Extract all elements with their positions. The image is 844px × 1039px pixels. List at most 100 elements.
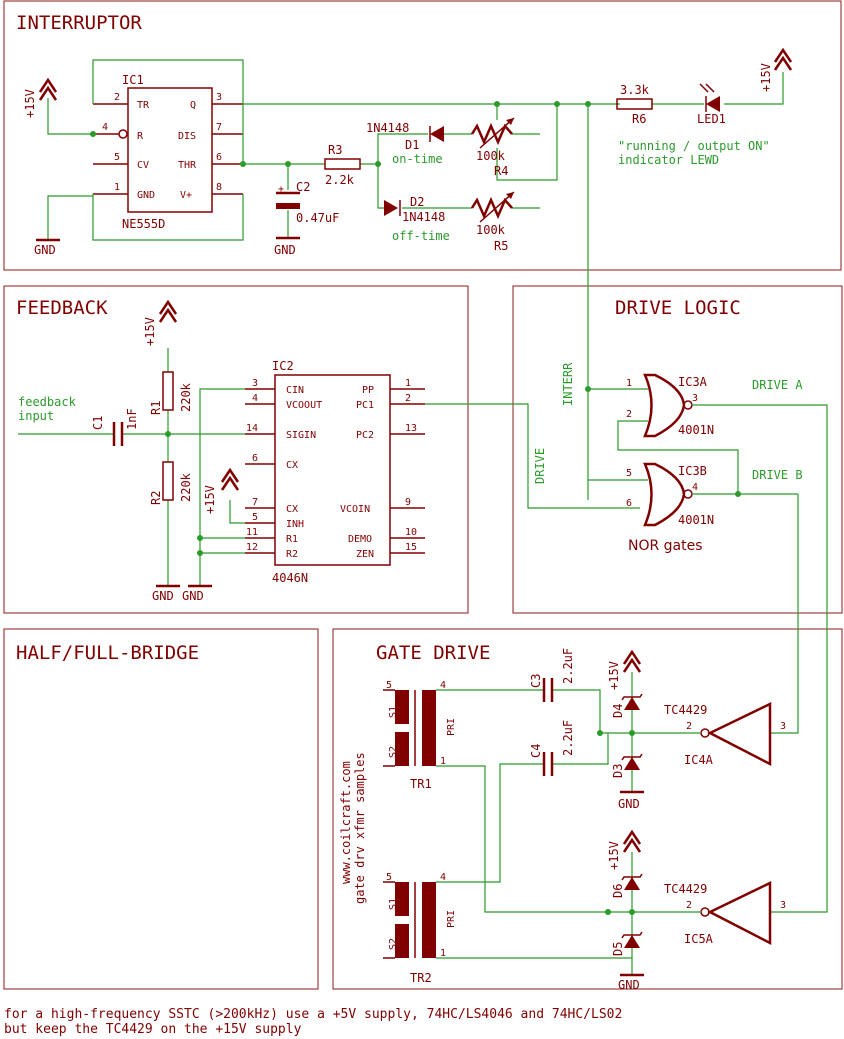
svg-text:14: 14 xyxy=(246,423,258,434)
diode-d2: D2 1N4148 off-time xyxy=(384,195,450,243)
svg-text:1: 1 xyxy=(626,378,632,389)
svg-text:D4: D4 xyxy=(611,704,625,718)
svg-text:CIN: CIN xyxy=(286,385,304,396)
svg-text:D1: D1 xyxy=(405,138,419,152)
svg-text:12: 12 xyxy=(246,542,258,553)
gate-driver-ic5a: TC4429 IC5A 2 3 xyxy=(664,881,786,946)
svg-text:PRI: PRI xyxy=(446,718,457,736)
svg-text:IC5A: IC5A xyxy=(684,932,714,946)
svg-text:IC3B: IC3B xyxy=(678,464,707,478)
gate-driver-ic4a: TC4429 IC4A 2 3 xyxy=(664,702,786,767)
svg-text:5: 5 xyxy=(252,512,258,523)
svg-text:+15V: +15V xyxy=(23,89,37,118)
cd4046-pll: IC2 4046N CIN VCOOUT SIGIN CX CX INH R1 … xyxy=(245,359,425,585)
svg-text:R6: R6 xyxy=(632,112,646,126)
transformer-tr2: S1 S2 PRI 5 4 1 TR2 xyxy=(383,872,457,985)
svg-text:R5: R5 xyxy=(494,239,508,253)
gate-drive-wires xyxy=(436,672,700,975)
svg-text:S2: S2 xyxy=(388,746,399,758)
vendor-note: gate drv xfmr samples xyxy=(353,752,367,904)
svg-text:+15V: +15V xyxy=(143,317,157,346)
svg-text:D6: D6 xyxy=(611,884,625,898)
feedback-input-label: feedback xyxy=(18,395,77,409)
svg-text:NE555D: NE555D xyxy=(122,217,165,231)
svg-text:TC4429: TC4429 xyxy=(664,882,707,896)
drive-logic-wires xyxy=(585,386,828,913)
svg-text:2: 2 xyxy=(686,900,692,911)
ground-symbol: GND xyxy=(618,973,644,992)
interruptor-supply-left: +15V xyxy=(23,77,58,118)
svg-text:INH: INH xyxy=(286,519,304,530)
interruptor-supply-right: +15V xyxy=(759,47,793,92)
svg-text:6: 6 xyxy=(216,152,222,163)
svg-text:TR: TR xyxy=(137,100,150,111)
gate-drive-title: GATE DRIVE xyxy=(376,642,490,664)
nor-gate-ic3b: IC3B 4001N 5 6 4 xyxy=(626,462,714,527)
diode-d1: 1N4148 D1 on-time xyxy=(366,121,444,166)
svg-text:IC4A: IC4A xyxy=(684,753,714,767)
footer-note-2: but keep the TC4429 on the +15V supply xyxy=(4,1022,302,1037)
svg-text:3.3k: 3.3k xyxy=(620,83,650,97)
gate-drive-supply-1: +15V xyxy=(607,649,642,690)
interruptor-wires xyxy=(47,59,784,500)
svg-text:IC3A: IC3A xyxy=(678,375,708,389)
svg-text:ZEN: ZEN xyxy=(356,549,374,560)
svg-text:C1: C1 xyxy=(91,416,105,430)
svg-text:R1: R1 xyxy=(286,534,298,545)
interr-net-label: INTERR xyxy=(561,362,575,406)
svg-text:4: 4 xyxy=(252,393,258,404)
svg-text:GND: GND xyxy=(274,243,296,257)
svg-text:3: 3 xyxy=(780,721,786,732)
ground-symbol: GND xyxy=(34,238,60,257)
svg-text:3: 3 xyxy=(692,393,698,404)
feedback-supply-top: +15V xyxy=(143,299,178,346)
svg-text:1: 1 xyxy=(440,756,446,767)
svg-text:TR2: TR2 xyxy=(410,971,432,985)
svg-text:4: 4 xyxy=(440,680,446,691)
svg-text:R4: R4 xyxy=(494,164,508,178)
svg-text:R: R xyxy=(137,131,144,142)
svg-text:Q: Q xyxy=(190,100,196,111)
feedback-input-label-2: input xyxy=(18,409,54,423)
svg-text:9: 9 xyxy=(405,497,411,508)
svg-text:indicator LEWD: indicator LEWD xyxy=(618,153,719,167)
svg-text:LED1: LED1 xyxy=(697,112,726,126)
gate-drive-frame xyxy=(332,628,843,990)
svg-text:100k: 100k xyxy=(476,149,506,163)
svg-text:1N4148: 1N4148 xyxy=(402,210,445,224)
svg-text:PC2: PC2 xyxy=(356,430,374,441)
svg-text:2.2k: 2.2k xyxy=(325,173,355,187)
capacitor-c3: C3 2.2uF xyxy=(529,648,575,702)
drive-logic-frame xyxy=(512,285,843,614)
svg-text:2.2uF: 2.2uF xyxy=(561,648,575,684)
half-full-bridge-title: HALF/FULL-BRIDGE xyxy=(16,642,199,664)
svg-text:CX: CX xyxy=(286,504,298,515)
svg-text:C4: C4 xyxy=(529,744,543,758)
svg-text:V+: V+ xyxy=(180,190,192,201)
svg-text:1: 1 xyxy=(114,182,120,193)
svg-text:CV: CV xyxy=(137,160,149,171)
svg-text:5: 5 xyxy=(626,468,632,479)
svg-text:S1: S1 xyxy=(388,706,399,718)
drive-logic-title: DRIVE LOGIC xyxy=(615,297,741,319)
svg-text:15: 15 xyxy=(405,542,417,553)
zener-d5: D5 xyxy=(611,931,643,956)
ne555-timer: IC1 NE555D TR Q R DIS CV THR GND V+ 2 3 … xyxy=(93,73,243,231)
svg-text:S1: S1 xyxy=(388,898,399,910)
svg-text:100k: 100k xyxy=(476,223,506,237)
ground-symbol: GND xyxy=(274,236,300,257)
svg-text:off-time: off-time xyxy=(392,229,450,243)
drive-net-label: DRIVE xyxy=(533,448,547,484)
drive-b-label: DRIVE B xyxy=(752,468,803,482)
svg-text:+15V: +15V xyxy=(607,841,621,870)
svg-text:7: 7 xyxy=(252,497,258,508)
svg-text:2: 2 xyxy=(114,92,120,103)
svg-text:5: 5 xyxy=(386,680,392,691)
drive-a-label: DRIVE A xyxy=(752,378,803,392)
svg-text:4001N: 4001N xyxy=(678,513,714,527)
zener-d6: D6 xyxy=(611,873,643,898)
svg-text:D3: D3 xyxy=(611,764,625,778)
svg-text:GND: GND xyxy=(182,589,204,603)
zener-d4: D4 xyxy=(611,693,643,718)
